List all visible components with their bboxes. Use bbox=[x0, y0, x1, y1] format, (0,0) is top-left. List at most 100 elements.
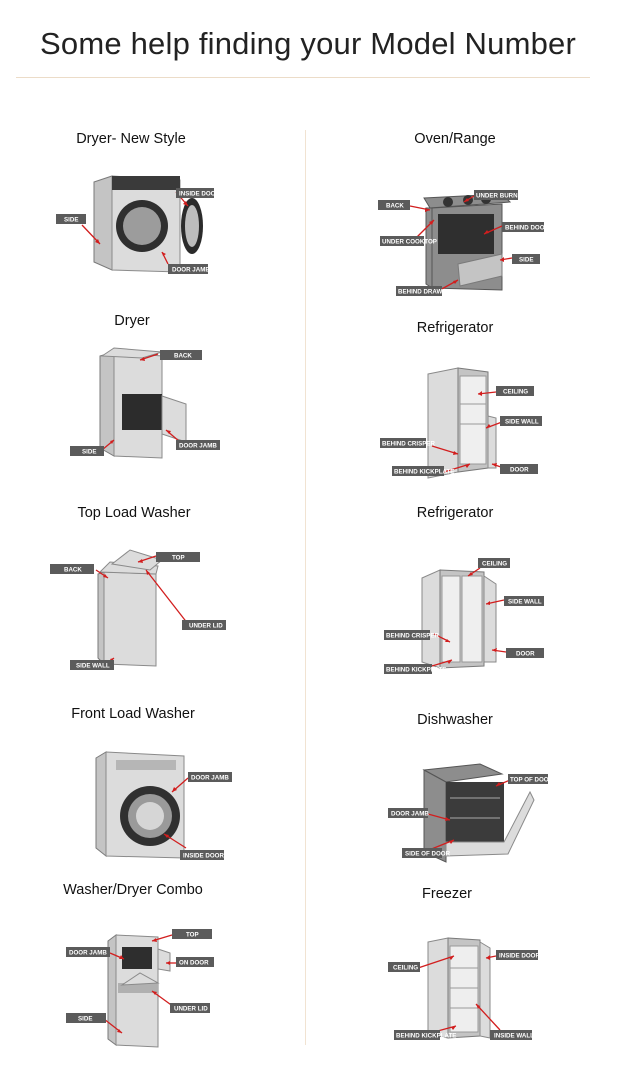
callout-behind-door: BEHIND DOOR bbox=[502, 222, 550, 232]
callout-under-cooktop: UNDER COOKTOP bbox=[380, 236, 437, 246]
callout-behind-crisper: BEHIND CRISPER bbox=[380, 438, 435, 448]
callout-top: TOP bbox=[156, 552, 200, 562]
callout-side: SIDE bbox=[66, 1013, 106, 1023]
svg-text:TOP: TOP bbox=[172, 555, 185, 562]
callout-side-wall: SIDE WALL bbox=[70, 660, 114, 670]
callout-on-door: ON DOOR bbox=[176, 957, 214, 967]
callout-inside-wall: INSIDE WALL bbox=[490, 1030, 534, 1040]
svg-text:BACK: BACK bbox=[386, 203, 404, 210]
diagram-dryer-new-style: INSIDE DOOR SIDE DOOR JAMB bbox=[52, 172, 222, 282]
callout-side-wall: SIDE WALL bbox=[500, 416, 542, 426]
svg-text:DOOR JAMB: DOOR JAMB bbox=[391, 811, 429, 818]
callout-ceiling: CEILING bbox=[388, 962, 420, 972]
svg-text:CEILING: CEILING bbox=[503, 389, 528, 396]
callout-under-lid: UNDER LID bbox=[182, 620, 226, 630]
svg-text:SIDE OF DOOR: SIDE OF DOOR bbox=[405, 851, 451, 858]
diagram-refrigerator-1: CEILING SIDE WALL BEHIND CRISPER BEHIND … bbox=[374, 364, 554, 484]
diagram-front-load-washer: DOOR JAMB INSIDE DOOR bbox=[80, 746, 240, 866]
svg-text:DOOR JAMB: DOOR JAMB bbox=[172, 267, 210, 274]
svg-text:TOP: TOP bbox=[186, 932, 199, 939]
callout-ceiling: CEILING bbox=[478, 558, 510, 568]
svg-text:SIDE: SIDE bbox=[78, 1016, 92, 1023]
svg-text:CEILING: CEILING bbox=[482, 561, 507, 568]
svg-text:INSIDE DOOR: INSIDE DOOR bbox=[183, 853, 224, 860]
appliance-title-refrigerator-1: Refrigerator bbox=[416, 320, 494, 336]
title-underline bbox=[16, 77, 590, 78]
diagram-dryer: BACK DOOR JAMB SIDE bbox=[62, 344, 232, 464]
svg-text:SIDE WALL: SIDE WALL bbox=[505, 419, 539, 426]
callout-door: DOOR bbox=[506, 648, 544, 658]
callout-behind-kickplate: BEHIND KICKPLATE bbox=[384, 664, 446, 674]
callout-ceiling: CEILING bbox=[496, 386, 534, 396]
svg-text:BEHIND DRAWER: BEHIND DRAWER bbox=[398, 289, 451, 296]
appliance-title-front-load-washer: Front Load Washer bbox=[71, 706, 195, 722]
appliance-title-dryer: Dryer bbox=[114, 313, 150, 329]
callout-top: TOP bbox=[172, 929, 212, 939]
svg-text:BEHIND DOOR: BEHIND DOOR bbox=[505, 225, 550, 232]
callout-door-jamb: DOOR JAMB bbox=[168, 264, 210, 274]
svg-text:BEHIND CRISPER: BEHIND CRISPER bbox=[386, 633, 439, 640]
callout-inside-door: INSIDE DOOR bbox=[496, 950, 540, 960]
svg-text:DOOR JAMB: DOOR JAMB bbox=[191, 775, 229, 782]
callout-door-jamb: DOOR JAMB bbox=[188, 772, 232, 782]
callout-top-of-door: TOP OF DOOR bbox=[508, 774, 554, 784]
svg-text:INSIDE DOOR: INSIDE DOOR bbox=[179, 191, 220, 198]
diagram-freezer: INSIDE DOOR CEILING BEHIND KICKPLATE INS… bbox=[384, 934, 554, 1049]
callout-door-jamb: DOOR JAMB bbox=[66, 947, 110, 957]
svg-text:UNDER BURNER: UNDER BURNER bbox=[476, 193, 527, 200]
callout-back: BACK bbox=[160, 350, 202, 360]
callout-side: SIDE bbox=[512, 254, 540, 264]
appliance-title-washer-dryer-combo: Washer/Dryer Combo bbox=[63, 882, 203, 898]
svg-text:BEHIND KICKPLATE: BEHIND KICKPLATE bbox=[386, 667, 446, 674]
svg-text:UNDER LID: UNDER LID bbox=[174, 1006, 208, 1013]
svg-text:UNDER LID: UNDER LID bbox=[189, 623, 223, 630]
appliance-title-oven-range: Oven/Range bbox=[414, 131, 496, 147]
diagram-refrigerator-2: CEILING SIDE WALL BEHIND CRISPER DOOR BE… bbox=[380, 554, 560, 674]
svg-text:SIDE: SIDE bbox=[519, 257, 533, 264]
appliance-title-dishwasher: Dishwasher bbox=[417, 712, 493, 728]
callout-door: DOOR bbox=[500, 464, 538, 474]
callout-side: SIDE bbox=[70, 446, 104, 456]
callout-inside-door: INSIDE DOOR bbox=[176, 188, 220, 198]
diagram-oven-range: UNDER BURNER BACK BEHIND DOOR UNDER COOK… bbox=[374, 184, 554, 299]
svg-text:SIDE: SIDE bbox=[82, 449, 96, 456]
page-title: Some help finding your Model Number bbox=[40, 26, 576, 61]
callout-under-burner: UNDER BURNER bbox=[474, 190, 527, 200]
svg-text:BACK: BACK bbox=[174, 353, 192, 360]
callout-under-lid: UNDER LID bbox=[170, 1003, 210, 1013]
svg-text:SIDE: SIDE bbox=[64, 217, 78, 224]
callout-behind-crisper: BEHIND CRISPER bbox=[384, 630, 439, 640]
svg-text:DOOR JAMB: DOOR JAMB bbox=[179, 443, 217, 450]
diagram-dishwasher: TOP OF DOOR DOOR JAMB SIDE OF DOOR bbox=[384, 758, 554, 868]
callout-side: SIDE bbox=[56, 214, 86, 224]
callout-door-jamb: DOOR JAMB bbox=[176, 440, 220, 450]
svg-text:INSIDE WALL: INSIDE WALL bbox=[494, 1033, 534, 1040]
callout-behind-drawer: BEHIND DRAWER bbox=[396, 286, 451, 296]
svg-text:DOOR: DOOR bbox=[510, 467, 529, 474]
svg-text:BACK: BACK bbox=[64, 567, 82, 574]
svg-text:BEHIND KICKPLATE: BEHIND KICKPLATE bbox=[394, 469, 454, 476]
callout-behind-kickplate: BEHIND KICKPLATE bbox=[392, 466, 454, 476]
svg-text:DOOR: DOOR bbox=[516, 651, 535, 658]
callout-inside-door: INSIDE DOOR bbox=[180, 850, 224, 860]
appliance-title-refrigerator-2: Refrigerator bbox=[416, 505, 494, 521]
svg-text:ON DOOR: ON DOOR bbox=[179, 960, 209, 967]
svg-text:CEILING: CEILING bbox=[393, 965, 418, 972]
svg-text:TOP OF DOOR: TOP OF DOOR bbox=[510, 777, 554, 784]
svg-text:BEHIND KICKPLATE: BEHIND KICKPLATE bbox=[396, 1033, 456, 1040]
callout-back: BACK bbox=[378, 200, 410, 210]
appliance-title-freezer: Freezer bbox=[422, 886, 472, 902]
svg-text:SIDE WALL: SIDE WALL bbox=[76, 663, 110, 670]
svg-text:UNDER COOKTOP: UNDER COOKTOP bbox=[382, 239, 437, 246]
appliance-title-top-load-washer: Top Load Washer bbox=[77, 505, 191, 521]
diagram-washer-dryer-combo: TOP DOOR JAMB ON DOOR UNDER LID SIDE bbox=[62, 925, 232, 1053]
callout-door-jamb: DOOR JAMB bbox=[388, 808, 429, 818]
svg-text:DOOR JAMB: DOOR JAMB bbox=[69, 950, 107, 957]
diagram-top-load-washer: TOP BACK UNDER LID SIDE WALL bbox=[46, 546, 246, 676]
svg-text:INSIDE DOOR: INSIDE DOOR bbox=[499, 953, 540, 960]
svg-text:BEHIND CRISPER: BEHIND CRISPER bbox=[382, 441, 435, 448]
callout-behind-kickplate: BEHIND KICKPLATE bbox=[394, 1030, 456, 1040]
callout-side-wall: SIDE WALL bbox=[504, 596, 544, 606]
svg-text:SIDE WALL: SIDE WALL bbox=[508, 599, 542, 606]
column-divider bbox=[305, 130, 306, 1045]
